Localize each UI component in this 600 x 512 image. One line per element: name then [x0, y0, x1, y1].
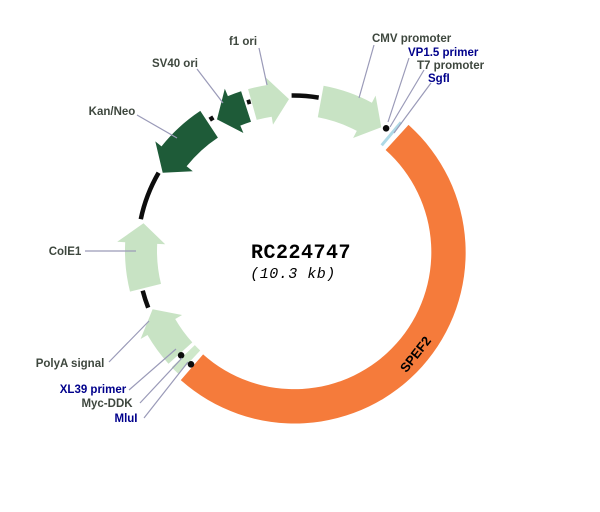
leader-line: [196, 68, 224, 104]
mlui-site-dot: [187, 361, 195, 368]
plasmid-name: RC224747: [251, 242, 351, 265]
kan-neo-label: Kan/Neo: [89, 106, 136, 118]
backbone-arc: [140, 290, 151, 309]
kan-neo-arrow: [155, 110, 218, 173]
polya-signal-arrow: [140, 309, 193, 364]
leader-line: [389, 69, 425, 128]
t7-promoter-site-dot: [382, 125, 390, 132]
mlui-label: MluI: [115, 413, 138, 425]
cmv-promoter-arrow: [317, 85, 382, 138]
leader-line: [387, 57, 410, 123]
myc-ddk-band: [171, 345, 201, 374]
cole1-arrow: [117, 223, 166, 292]
sv40-ori-label: SV40 ori: [152, 58, 198, 70]
leader-line: [139, 357, 183, 404]
leader-line: [143, 361, 189, 419]
sgfi-label: SgfI: [428, 73, 450, 85]
leader-line: [136, 114, 178, 139]
diagram-layer: [85, 44, 466, 424]
cmv-promoter-label: CMV promoter: [372, 33, 452, 45]
xl39-primer-label: XL39 primer: [60, 384, 127, 396]
t7-promoter-label: T7 promoter: [417, 60, 485, 72]
leader-line: [258, 47, 268, 86]
backbone-arc: [291, 93, 320, 100]
plasmid-size: (10.3 kb): [250, 266, 336, 283]
f1-ori-arrow: [248, 77, 289, 125]
xl39-site-dot: [177, 352, 185, 359]
spef2-gene-band: [180, 124, 466, 424]
leader-line: [108, 320, 150, 363]
leader-line: [393, 82, 432, 134]
sv40-ori-arrow: [217, 88, 251, 133]
f1-ori-label: f1 ori: [229, 36, 257, 48]
backbone-arc: [246, 99, 252, 105]
cole1-label: ColE1: [49, 246, 82, 258]
leader-line: [128, 348, 177, 391]
vp15-primer-label: VP1.5 primer: [408, 47, 479, 59]
backbone-arc: [208, 115, 215, 122]
polya-signal-label: PolyA signal: [36, 358, 105, 370]
backbone-arc: [138, 171, 161, 220]
myc-ddk-label: Myc-DDK: [81, 398, 133, 410]
leader-line: [358, 44, 375, 99]
sgfi-site-tick: [380, 121, 403, 147]
